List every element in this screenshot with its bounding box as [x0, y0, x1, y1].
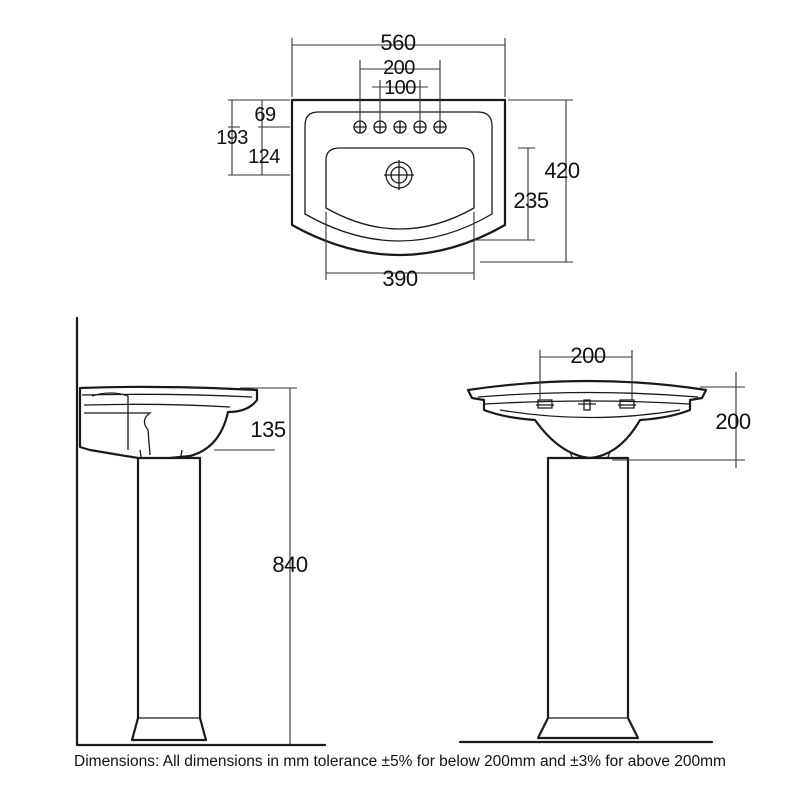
dim-overall-width: 560 [380, 30, 415, 55]
plan-bowl [325, 147, 475, 230]
dim-rim-to-tap-row: 193 [216, 127, 248, 149]
front-basin-body [466, 379, 708, 460]
front-view: 200 200 [458, 343, 751, 744]
tap-holes [353, 120, 447, 134]
dim-front-basin-depth: 200 [715, 409, 750, 434]
tap-hole-icon [413, 120, 427, 134]
tap-hole-icon [353, 120, 367, 134]
dim-tap-to-bowl: 124 [248, 146, 280, 168]
dim-rim-to-tap-front: 69 [254, 104, 276, 126]
dim-basin-height: 135 [250, 417, 285, 442]
dim-bowl-depth: 235 [513, 188, 548, 213]
dim-tap-centres-narrow: 100 [384, 77, 416, 99]
waste-outlet-icon [384, 160, 414, 190]
plan-inner-rim [304, 111, 493, 242]
tap-hole-icon [433, 120, 447, 134]
front-tap-icon [536, 399, 554, 409]
front-tap-icon [578, 399, 596, 411]
plan-view: 560 200 100 69 193 124 420 235 390 [216, 30, 580, 291]
side-view: 135 840 [75, 316, 327, 747]
front-tap-icon [618, 399, 636, 409]
dim-front-tap-centres: 200 [570, 343, 605, 368]
side-basin-body [78, 385, 259, 462]
dim-tap-centres-wide: 200 [383, 57, 415, 79]
dim-bowl-width: 390 [382, 266, 417, 291]
plan-basin-outline [290, 98, 507, 257]
tap-hole-icon [373, 120, 387, 134]
front-pedestal [536, 456, 640, 740]
dimensions-note: Dimensions: All dimensions in mm toleran… [74, 753, 726, 770]
side-pedestal [130, 456, 208, 742]
dim-depth-total: 420 [544, 158, 579, 183]
dim-floor-to-rim: 840 [272, 552, 307, 577]
tap-hole-icon [393, 120, 407, 134]
